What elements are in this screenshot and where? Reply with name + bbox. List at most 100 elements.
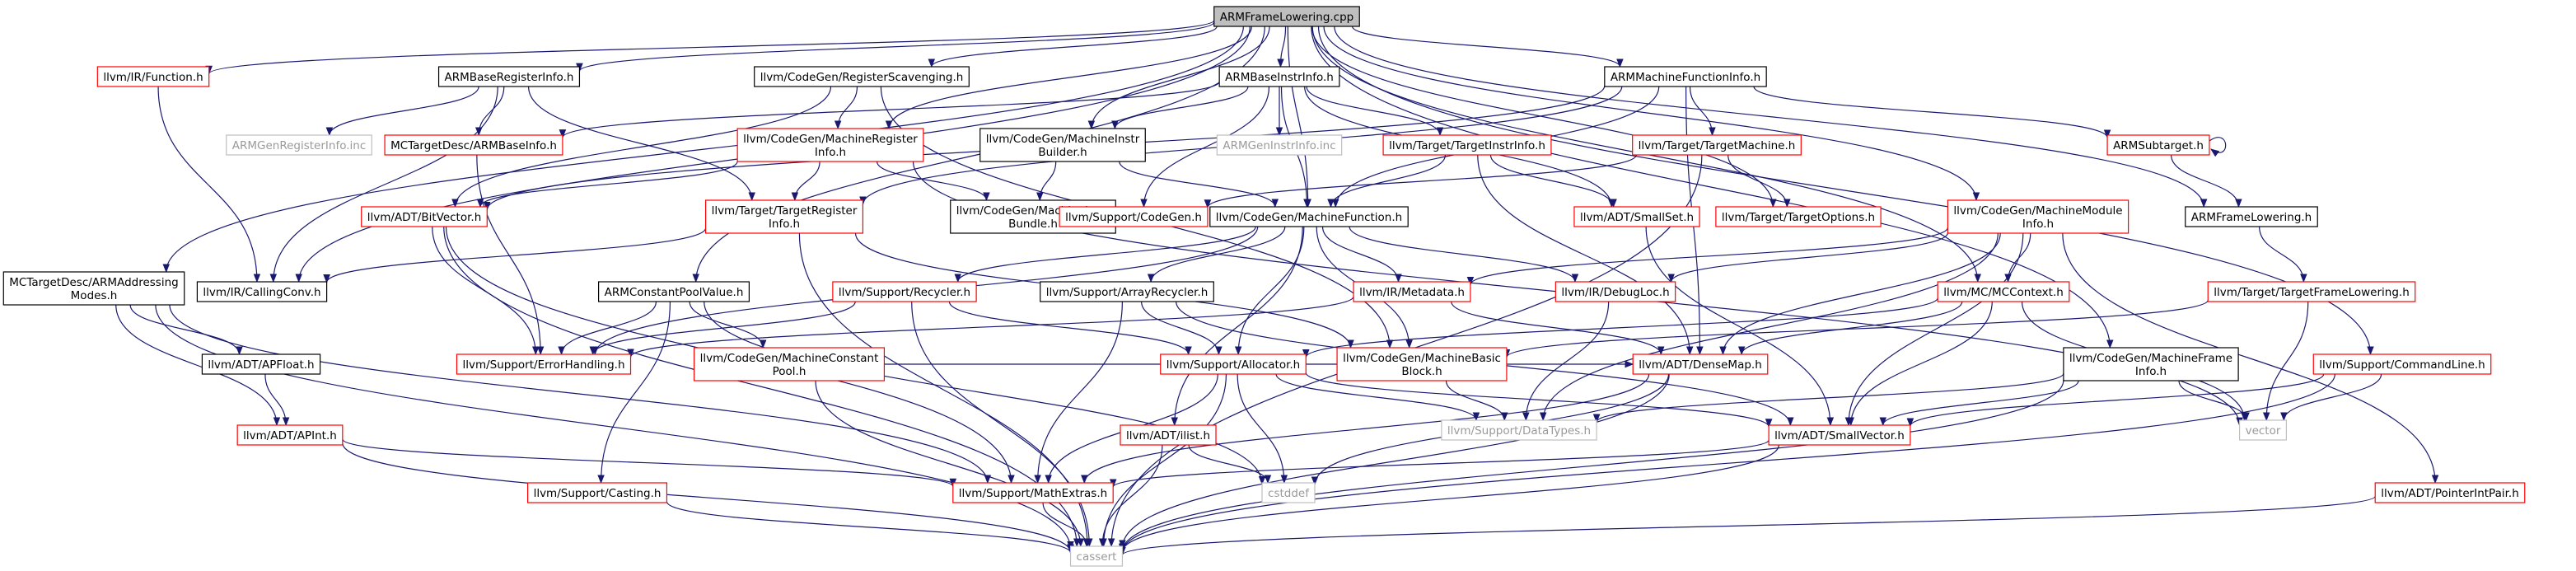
node-box — [736, 128, 924, 162]
edge-smallvector-to-cassert — [1119, 444, 1779, 553]
node-irdebugloc[interactable]: llvm/IR/DebugLoc.h — [1554, 281, 1676, 302]
node-armsubtarget[interactable]: ARMSubtarget.h — [2106, 134, 2210, 156]
node-mathextras[interactable]: llvm/Support/MathExtras.h — [952, 482, 1114, 503]
node-box — [1604, 66, 1767, 87]
edge-armconstantpoolvalue-to-casting — [597, 301, 671, 484]
node-label: llvm/CodeGen/MachineInstr — [986, 133, 1140, 146]
edge-allocator-to-datatypes — [1275, 373, 1480, 422]
node-label: llvm/ADT/APInt.h — [243, 429, 337, 442]
edge-armbaseregisterinfo-to-targetregisterinfo — [527, 86, 755, 202]
node-armbaseregisterinfo[interactable]: ARMBaseRegisterInfo.h — [437, 66, 581, 87]
node-pointerintpair[interactable]: llvm/ADT/PointerIntPair.h — [2374, 482, 2526, 503]
edge-machineframeinfo-to-smallvector — [1879, 380, 2079, 427]
edge-root-to-machinefunction — [1287, 26, 1311, 208]
node-armconstantpoolvalue[interactable]: ARMConstantPoolValue.h — [597, 281, 750, 302]
edge-machineinstrbuilder-to-machineinstrbundle — [1036, 161, 1057, 202]
node-densemap[interactable]: llvm/ADT/DenseMap.h — [1632, 353, 1769, 375]
node-box — [704, 199, 864, 234]
edge-machinefunction-to-arrayrecycler — [1147, 226, 1286, 283]
node-targetframelowering[interactable]: llvm/Target/TargetFrameLowering.h — [2207, 281, 2416, 302]
node-label: llvm/IR/Metadata.h — [1359, 286, 1465, 299]
node-ilist[interactable]: llvm/ADT/ilist.h — [1120, 424, 1217, 446]
node-bitvector[interactable]: llvm/ADT/BitVector.h — [361, 206, 488, 227]
node-datatypes[interactable]: llvm/Support/DataTypes.h — [1441, 419, 1597, 441]
edge-mccontext-to-smallvector — [1847, 301, 1993, 427]
node-box — [236, 424, 344, 446]
node-cassert[interactable]: cassert — [1069, 545, 1124, 567]
node-casting[interactable]: llvm/Support/Casting.h — [526, 482, 668, 503]
node-armgenregisterinfo[interactable]: ARMGenRegisterInfo.inc — [226, 134, 372, 156]
node-label: llvm/Support/MathExtras.h — [959, 487, 1107, 500]
edge-mccontext-to-densemap — [1737, 301, 1963, 356]
edge-machineinstrbuilder-to-machinefunction — [1119, 161, 1279, 208]
node-smallvector[interactable]: llvm/ADT/SmallVector.h — [1768, 424, 1911, 446]
node-vector[interactable]: vector — [2238, 419, 2288, 441]
edge-smallset-to-smallvector — [1645, 226, 1835, 427]
node-armframelowering[interactable]: ARMFrameLowering.h — [2185, 206, 2318, 227]
edge-root-to-machineregisterinfo — [885, 26, 1252, 130]
node-regscavenging[interactable]: llvm/CodeGen/RegisterScavenging.h — [754, 66, 970, 87]
node-recycler[interactable]: llvm/Support/Recycler.h — [832, 281, 977, 302]
node-apfloat[interactable]: llvm/ADT/APFloat.h — [201, 353, 321, 375]
node-apint[interactable]: llvm/ADT/APInt.h — [236, 424, 344, 446]
node-label: ARMMachineFunctionInfo.h — [1611, 71, 1760, 84]
edge-pointerintpair-to-cassert — [1119, 495, 2376, 556]
edge-apint-to-cassert — [342, 442, 1074, 554]
node-targetmachine[interactable]: llvm/Target/TargetMachine.h — [1632, 134, 1802, 156]
node-irmetadata[interactable]: llvm/IR/Metadata.h — [1353, 281, 1471, 302]
node-allocator[interactable]: llvm/Support/Allocator.h — [1160, 353, 1307, 375]
node-box — [384, 134, 563, 156]
node-box — [526, 482, 668, 503]
node-targetoptions[interactable]: llvm/Target/TargetOptions.h — [1715, 206, 1882, 227]
node-callingconv[interactable]: llvm/IR/CallingConv.h — [196, 281, 328, 302]
edge-machineregisterinfo-to-targetregisterinfo — [791, 161, 820, 202]
node-targetinstrinfo[interactable]: llvm/Target/TargetInstrInfo.h — [1382, 134, 1552, 156]
node-label: llvm/Target/TargetInstrInfo.h — [1389, 139, 1545, 152]
node-errorhandling[interactable]: llvm/Support/ErrorHandling.h — [456, 353, 632, 375]
node-root[interactable]: ARMFrameLowering.cpp — [1213, 6, 1360, 27]
node-box — [1947, 199, 2130, 234]
node-irfunction[interactable]: llvm/IR/Function.h — [96, 66, 210, 87]
node-cstddef[interactable]: cstddef — [1261, 482, 1316, 503]
node-label: Bundle.h — [1008, 218, 1058, 231]
node-box — [2063, 347, 2239, 381]
node-armbaseinfo[interactable]: MCTargetDesc/ARMBaseInfo.h — [384, 134, 563, 156]
node-armbaseinstrinfo[interactable]: ARMBaseInstrInfo.h — [1218, 66, 1340, 87]
edge-armconstantpoolvalue-to-errorhandling — [558, 301, 657, 356]
node-smallset[interactable]: llvm/ADT/SmallSet.h — [1573, 206, 1700, 227]
edge-targetinstrinfo-to-smallset — [1489, 154, 1617, 208]
edge-machinefunction-to-allocator — [1234, 226, 1305, 356]
node-label: MCTargetDesc/ARMAddressing — [9, 276, 178, 289]
node-label: ARMConstantPoolValue.h — [605, 286, 744, 299]
node-box — [1353, 281, 1471, 302]
node-machinefunction[interactable]: llvm/CodeGen/MachineFunction.h — [1209, 206, 1409, 227]
edge-machineframeinfo-to-vector — [2178, 380, 2250, 422]
node-armgeninstrinfo[interactable]: ARMGenInstrInfo.inc — [1216, 134, 1343, 156]
node-armmachinefunctioninfo[interactable]: ARMMachineFunctionInfo.h — [1604, 66, 1767, 87]
node-arrayrecycler[interactable]: llvm/Support/ArrayRecycler.h — [1040, 281, 1214, 302]
edge-armbaseinstrinfo-to-supportcodegen — [1140, 86, 1270, 208]
edge-root-to-machinemoduleinfo — [1323, 26, 1980, 202]
node-label: llvm/Support/Recycler.h — [839, 286, 970, 299]
node-box — [1554, 281, 1676, 302]
edge-recycler-to-allocator — [948, 301, 1192, 356]
node-label: llvm/Target/TargetMachine.h — [1639, 139, 1796, 152]
node-mccontext[interactable]: llvm/MC/MCContext.h — [1937, 281, 2070, 302]
node-supportcodegen[interactable]: llvm/Support/CodeGen.h — [1059, 206, 1209, 227]
node-box — [1213, 6, 1360, 27]
node-commandline[interactable]: llvm/Support/CommandLine.h — [2312, 353, 2492, 375]
edge-targetmachine-to-supportcodegen — [1204, 154, 1637, 209]
node-label: llvm/ADT/PointerIntPair.h — [2381, 487, 2519, 500]
edge-targetframelowering-to-vector — [2262, 301, 2309, 422]
node-label: llvm/CodeGen/MachineModule — [1953, 204, 2122, 218]
